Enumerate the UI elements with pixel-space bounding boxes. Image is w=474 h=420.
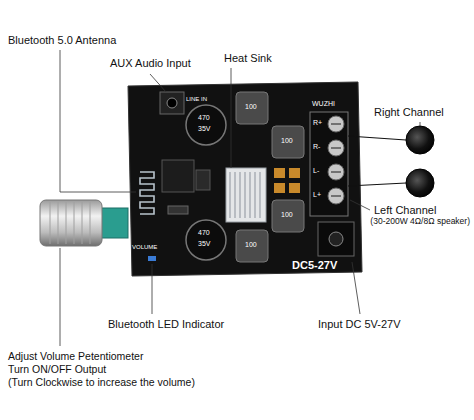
volume-knob (40, 200, 102, 246)
antenna-trace (140, 172, 154, 214)
smd-capacitor (289, 183, 300, 193)
callout-label: Bluetooth LED Indicator (108, 318, 224, 331)
leader-line (150, 74, 166, 92)
smd-capacitor (289, 168, 300, 178)
pcb-board (128, 82, 362, 276)
board-marking: L+ (313, 191, 321, 199)
board-marking: VOLUME (132, 244, 157, 251)
board-marking: 35V (198, 240, 210, 248)
board-marking: 100 (245, 103, 257, 111)
inductor (272, 126, 304, 158)
board-marking: R+ (313, 119, 322, 127)
leader-line (60, 50, 136, 192)
dc-jack (318, 222, 354, 256)
leader-line (231, 68, 232, 168)
board-marking: L- (313, 167, 319, 175)
screw-slot (331, 124, 341, 196)
callout-label: Turn ON/OFF Output (8, 363, 106, 375)
board-marking: 100 (245, 241, 257, 249)
board-marking: 35V (198, 125, 210, 133)
aux-jack-hole (167, 98, 177, 108)
board-marking: 100 (281, 211, 293, 219)
board-marking: 100 (281, 137, 293, 145)
speaker (406, 169, 434, 197)
aux-jack (160, 92, 184, 114)
leader-line (152, 264, 153, 314)
callout-label: Adjust Volume Petentiometer (8, 350, 143, 362)
smd-capacitor (274, 183, 285, 193)
speaker (406, 126, 434, 154)
speaker-wire (348, 136, 406, 140)
callout-label: (Turn Clockwise to increase the volume) (8, 376, 195, 388)
terminal-block (310, 112, 348, 216)
smd-chip (196, 170, 210, 190)
leader-line (420, 122, 421, 126)
callout-label: AUX Audio Input (110, 57, 191, 70)
heat-sink (226, 168, 266, 222)
speaker-wire (348, 183, 406, 186)
capacitor (186, 220, 226, 260)
inductor (272, 200, 304, 232)
leader-line (60, 248, 61, 346)
callout-label: Right Channel (374, 106, 444, 119)
board-marking: 470 (198, 229, 210, 237)
board-marking: R- (313, 143, 320, 151)
smd-capacitor (274, 168, 285, 178)
callout-label: Input DC 5V-27V (318, 318, 401, 331)
board-marking: 470 (198, 114, 210, 122)
heat-sink-fins (230, 172, 260, 218)
leader-line (352, 262, 360, 314)
capacitor (186, 105, 226, 145)
crystal (168, 206, 188, 214)
inductor (236, 92, 268, 124)
callout-label: Heat Sink (224, 52, 272, 65)
bluetooth-chip (162, 160, 194, 192)
board-marking: LINE IN (186, 96, 207, 103)
inductor (236, 230, 268, 262)
callout-label: Bluetooth 5.0 Antenna (8, 34, 116, 47)
board-marking: WUZHI (312, 100, 335, 108)
dc-jack-hole (329, 232, 343, 246)
callout-label: Left Channel (374, 204, 436, 217)
leader-line (350, 200, 370, 210)
knob-knurl (50, 202, 90, 244)
bluetooth-led (148, 256, 156, 261)
board-marking: DC5-27V (292, 259, 337, 272)
callout-label: (30-200W 4Ω/8Ω speaker) (370, 217, 470, 227)
